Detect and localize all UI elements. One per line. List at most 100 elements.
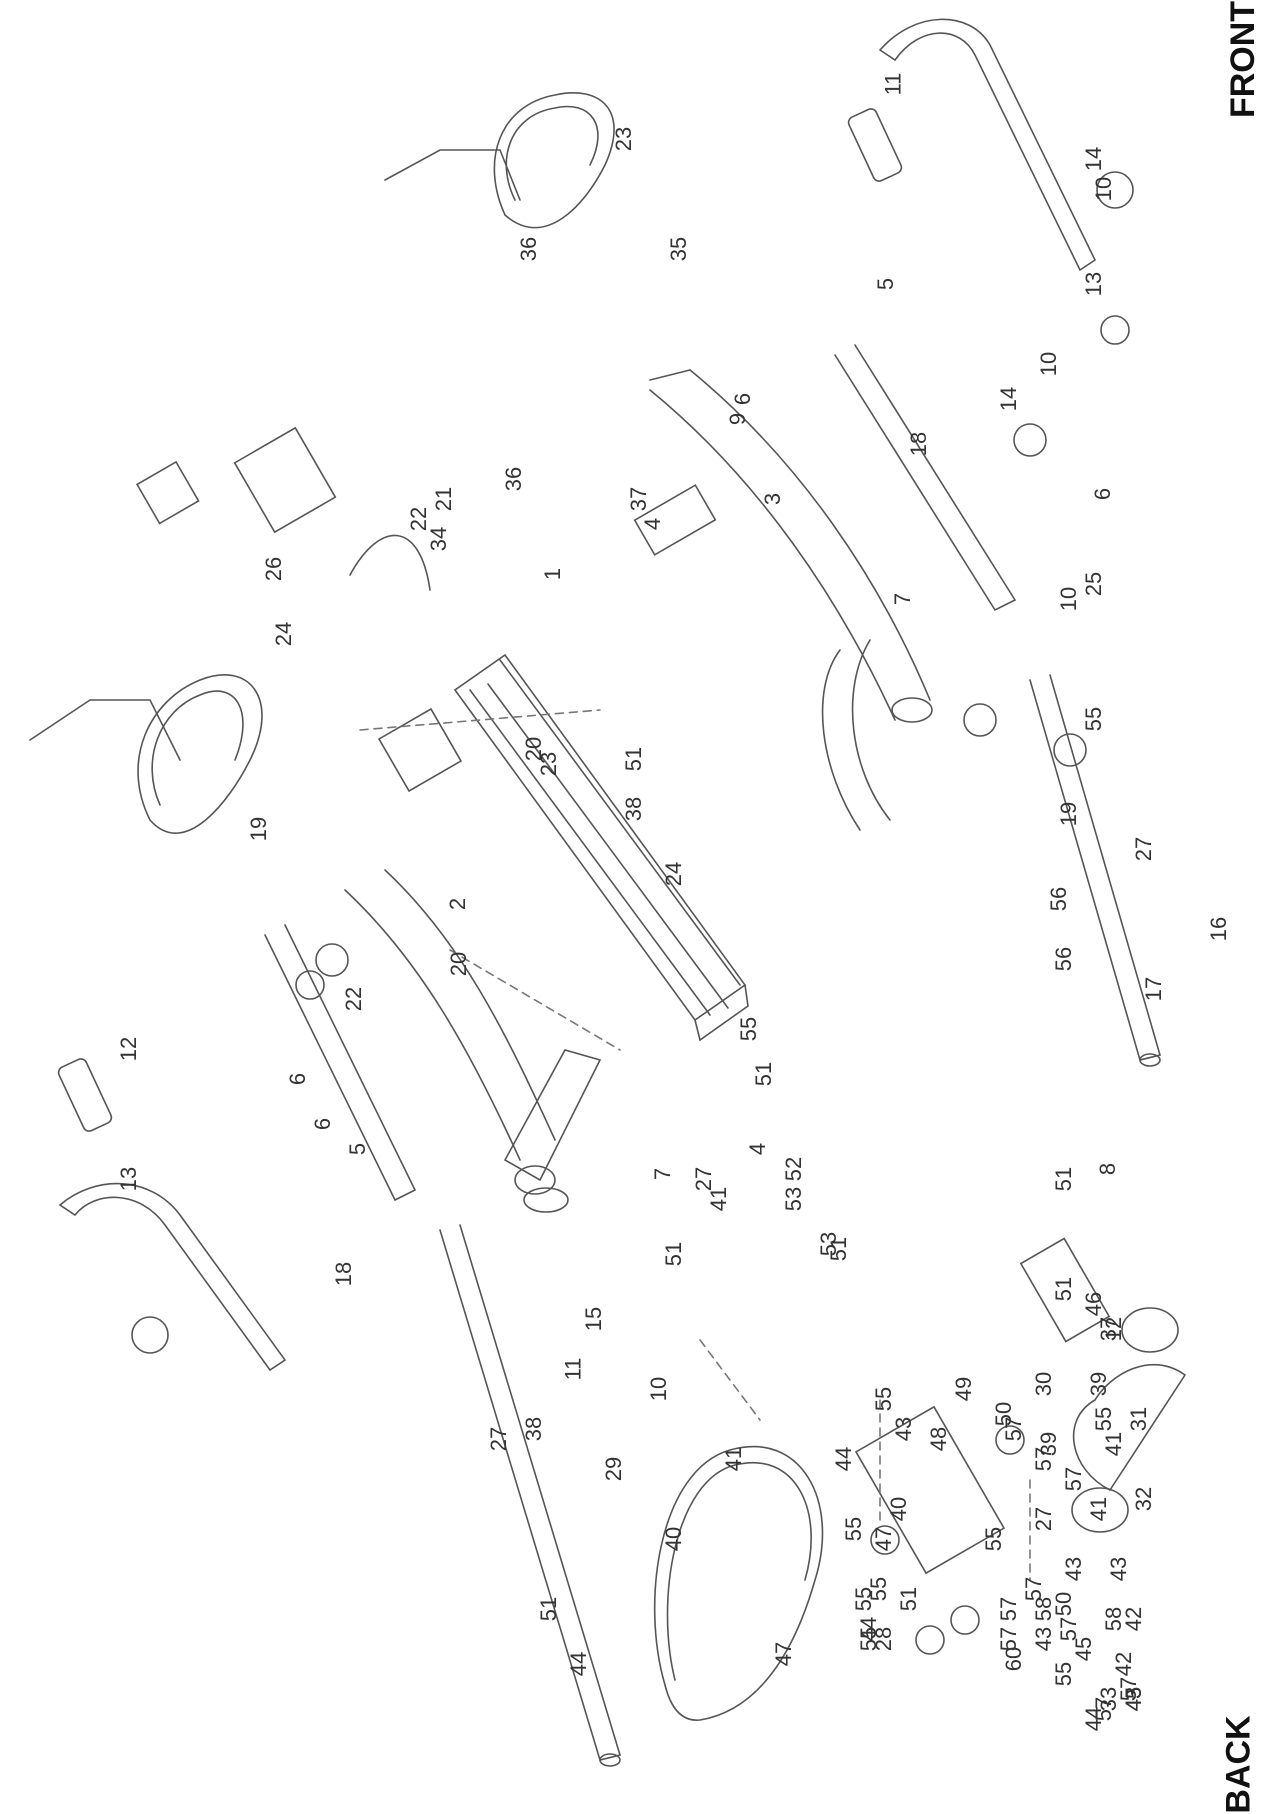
part-callout-55: 55	[841, 1516, 867, 1542]
part-callout-27: 27	[1031, 1506, 1057, 1532]
part-callout-51: 51	[661, 1241, 687, 1267]
part-callout-15: 15	[581, 1306, 607, 1332]
part-callout-43: 43	[1061, 1556, 1087, 1582]
part-callout-22: 22	[341, 986, 367, 1012]
part-callout-16: 16	[1206, 916, 1232, 942]
part-callout-18: 18	[331, 1261, 357, 1287]
part-callout-24: 24	[661, 861, 687, 887]
part-callout-49: 49	[951, 1376, 977, 1402]
right-pedal	[384, 92, 615, 229]
part-callout-46: 46	[1081, 1291, 1107, 1317]
seat-assembly	[653, 1405, 1025, 1721]
part-callout-27: 27	[486, 1426, 512, 1452]
part-callout-44: 44	[566, 1651, 592, 1677]
part-callout-21: 21	[431, 486, 457, 512]
front-label: FRONT	[1224, 0, 1263, 119]
part-callout-7: 7	[890, 592, 916, 606]
part-callout-10: 10	[1056, 586, 1082, 612]
part-callout-13: 13	[1081, 271, 1107, 297]
part-callout-38: 38	[521, 1416, 547, 1442]
part-callout-58: 58	[1031, 1596, 1057, 1622]
part-callout-4: 4	[745, 1142, 771, 1156]
part-callout-8: 8	[1095, 1162, 1121, 1176]
main-frame	[453, 653, 749, 1042]
part-callout-57: 57	[1116, 1676, 1142, 1702]
part-callout-10: 10	[646, 1376, 672, 1402]
part-callout-19: 19	[246, 816, 272, 842]
right-arm	[834, 344, 1161, 1067]
part-callout-9: 9	[725, 412, 751, 426]
rear-stabilizer	[344, 707, 602, 1213]
part-callout-57: 57	[1001, 1416, 1027, 1442]
part-callout-57: 57	[1061, 1466, 1087, 1492]
part-callout-55: 55	[1091, 1406, 1117, 1432]
part-callout-32: 32	[1131, 1486, 1157, 1512]
part-callout-55: 55	[856, 1626, 882, 1652]
part-callout-48: 48	[926, 1426, 952, 1452]
part-callout-51: 51	[1051, 1166, 1077, 1192]
part-callout-25: 25	[1081, 571, 1107, 597]
part-callout-37: 37	[626, 486, 652, 512]
part-callout-39: 39	[1086, 1371, 1112, 1397]
rear-foot	[1019, 1237, 1187, 1533]
part-callout-13: 13	[116, 1166, 142, 1192]
part-callout-52: 52	[781, 1156, 807, 1182]
part-callout-41: 41	[1101, 1431, 1127, 1457]
part-callout-20: 20	[446, 951, 472, 977]
part-callout-40: 40	[661, 1526, 687, 1552]
part-callout-26: 26	[261, 556, 287, 582]
part-callout-10: 10	[1091, 176, 1117, 202]
part-callout-7: 7	[650, 1167, 676, 1181]
part-callout-55: 55	[871, 1386, 897, 1412]
part-callout-55: 55	[981, 1526, 1007, 1552]
part-callout-36: 36	[516, 236, 542, 262]
part-callout-56: 56	[1046, 886, 1072, 912]
part-callout-5: 5	[873, 277, 899, 291]
part-callout-30: 30	[1031, 1371, 1057, 1397]
part-callout-6: 6	[285, 1072, 311, 1086]
back-label: BACK	[1219, 1715, 1258, 1814]
part-callout-11: 11	[560, 1357, 586, 1381]
part-callout-27: 27	[1131, 836, 1157, 862]
console	[135, 426, 431, 591]
part-callout-60: 60	[1001, 1646, 1027, 1672]
part-callout-51: 51	[896, 1586, 922, 1612]
part-callout-44: 44	[831, 1446, 857, 1472]
part-callout-10: 10	[1036, 351, 1062, 377]
part-callout-38: 38	[621, 796, 647, 822]
left-handlebar	[57, 1058, 287, 1372]
part-callout-34: 34	[426, 526, 452, 552]
part-callout-6: 6	[1090, 487, 1116, 501]
part-callout-57: 57	[996, 1596, 1022, 1622]
part-callout-41: 41	[721, 1446, 747, 1472]
left-pedal	[29, 674, 263, 834]
part-callout-51: 51	[751, 1061, 777, 1087]
part-callout-55: 55	[1051, 1661, 1077, 1687]
part-callout-57: 57	[1031, 1446, 1057, 1472]
part-callout-43: 43	[891, 1416, 917, 1442]
part-callout-55: 55	[866, 1576, 892, 1602]
part-callout-37: 37	[1096, 1316, 1122, 1342]
part-callout-58: 58	[1101, 1606, 1127, 1632]
part-callout-12: 12	[116, 1036, 142, 1062]
part-callout-53: 53	[816, 1231, 842, 1257]
part-callout-14: 14	[996, 386, 1022, 412]
part-callout-55: 55	[1081, 706, 1107, 732]
left-arm	[264, 924, 622, 1767]
part-callout-1: 1	[540, 567, 566, 581]
part-callout-6: 6	[310, 1117, 336, 1131]
part-callout-42: 42	[1111, 1651, 1137, 1677]
part-callout-36: 36	[501, 466, 527, 492]
part-callout-57: 57	[1056, 1616, 1082, 1642]
part-callout-47: 47	[871, 1526, 897, 1552]
part-callout-19: 19	[1056, 801, 1082, 827]
part-callout-31: 31	[1126, 1406, 1152, 1432]
part-callout-3: 3	[760, 492, 786, 506]
part-callout-43: 43	[1031, 1626, 1057, 1652]
part-callout-55: 55	[736, 1016, 762, 1042]
part-callout-17: 17	[1141, 976, 1167, 1002]
part-callout-23: 23	[536, 751, 562, 777]
part-callout-23: 23	[611, 126, 637, 152]
part-callout-14: 14	[1081, 146, 1107, 172]
